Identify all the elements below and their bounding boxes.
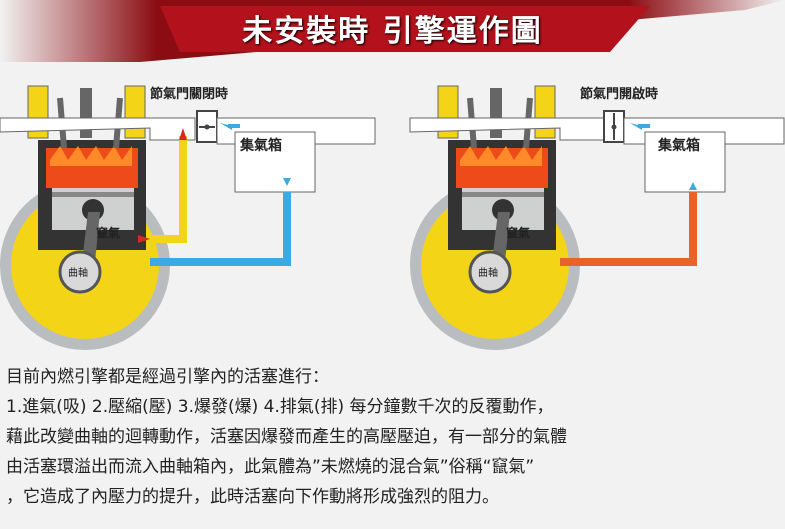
valve-label: 節氣門開啟時 <box>580 86 658 102</box>
left-engine: 節氣門關閉時 集氣箱 竄氣 曲軸 <box>0 85 376 350</box>
pcv-hose-blue <box>150 192 291 266</box>
valve-label: 節氣門關閉時 <box>150 86 228 102</box>
pcv-hose-orange <box>560 192 697 266</box>
title-banner <box>0 0 785 62</box>
description-line: 1.進氣(吸) 2.壓縮(壓) 3.爆發(爆) 4.排氣(排) 每分鐘數千次的反… <box>6 397 554 417</box>
spark-plug <box>80 88 92 138</box>
box-label: 集氣箱 <box>239 137 282 154</box>
description-line: ，它造成了內壓力的提升，此時活塞向下作動將形成強烈的阻力。 <box>6 487 499 507</box>
connecting-rod <box>82 212 100 262</box>
spark-plug <box>490 88 502 138</box>
engine-diagram: 節氣門關閉時 集氣箱 竄氣 曲軸 節氣門開啟時 集氣箱 竄氣 曲軸 <box>0 85 785 350</box>
description-line: 目前內燃引擎都是經過引擎內的活塞進行： <box>6 367 329 387</box>
crank-label: 曲軸 <box>68 266 88 279</box>
crankshaft <box>468 250 512 294</box>
right-engine: 節氣門開啟時 集氣箱 竄氣 曲軸 <box>409 85 785 350</box>
blowby-label: 竄氣 <box>96 225 120 240</box>
page-title: 未安裝時 引擎運作圖 <box>242 14 543 49</box>
box-label: 集氣箱 <box>657 137 700 154</box>
crank-label: 曲軸 <box>478 266 498 279</box>
connecting-rod <box>492 212 510 262</box>
description-line: 藉此改變曲軸的迴轉動作，活塞因爆發而產生的高壓壓迫，有一部分的氣體 <box>6 427 567 447</box>
blowby-label: 竄氣 <box>506 225 530 240</box>
plenum-box <box>234 131 316 193</box>
plenum-box <box>644 131 726 193</box>
crankshaft <box>58 250 102 294</box>
description-line: 由活塞環溢出而流入曲軸箱內，此氣體為”未燃燒的混合氣”俗稱“竄氣” <box>6 457 535 477</box>
description: 目前內燃引擎都是經過引擎內的活塞進行： 1.進氣(吸) 2.壓縮(壓) 3.爆發… <box>6 362 781 512</box>
